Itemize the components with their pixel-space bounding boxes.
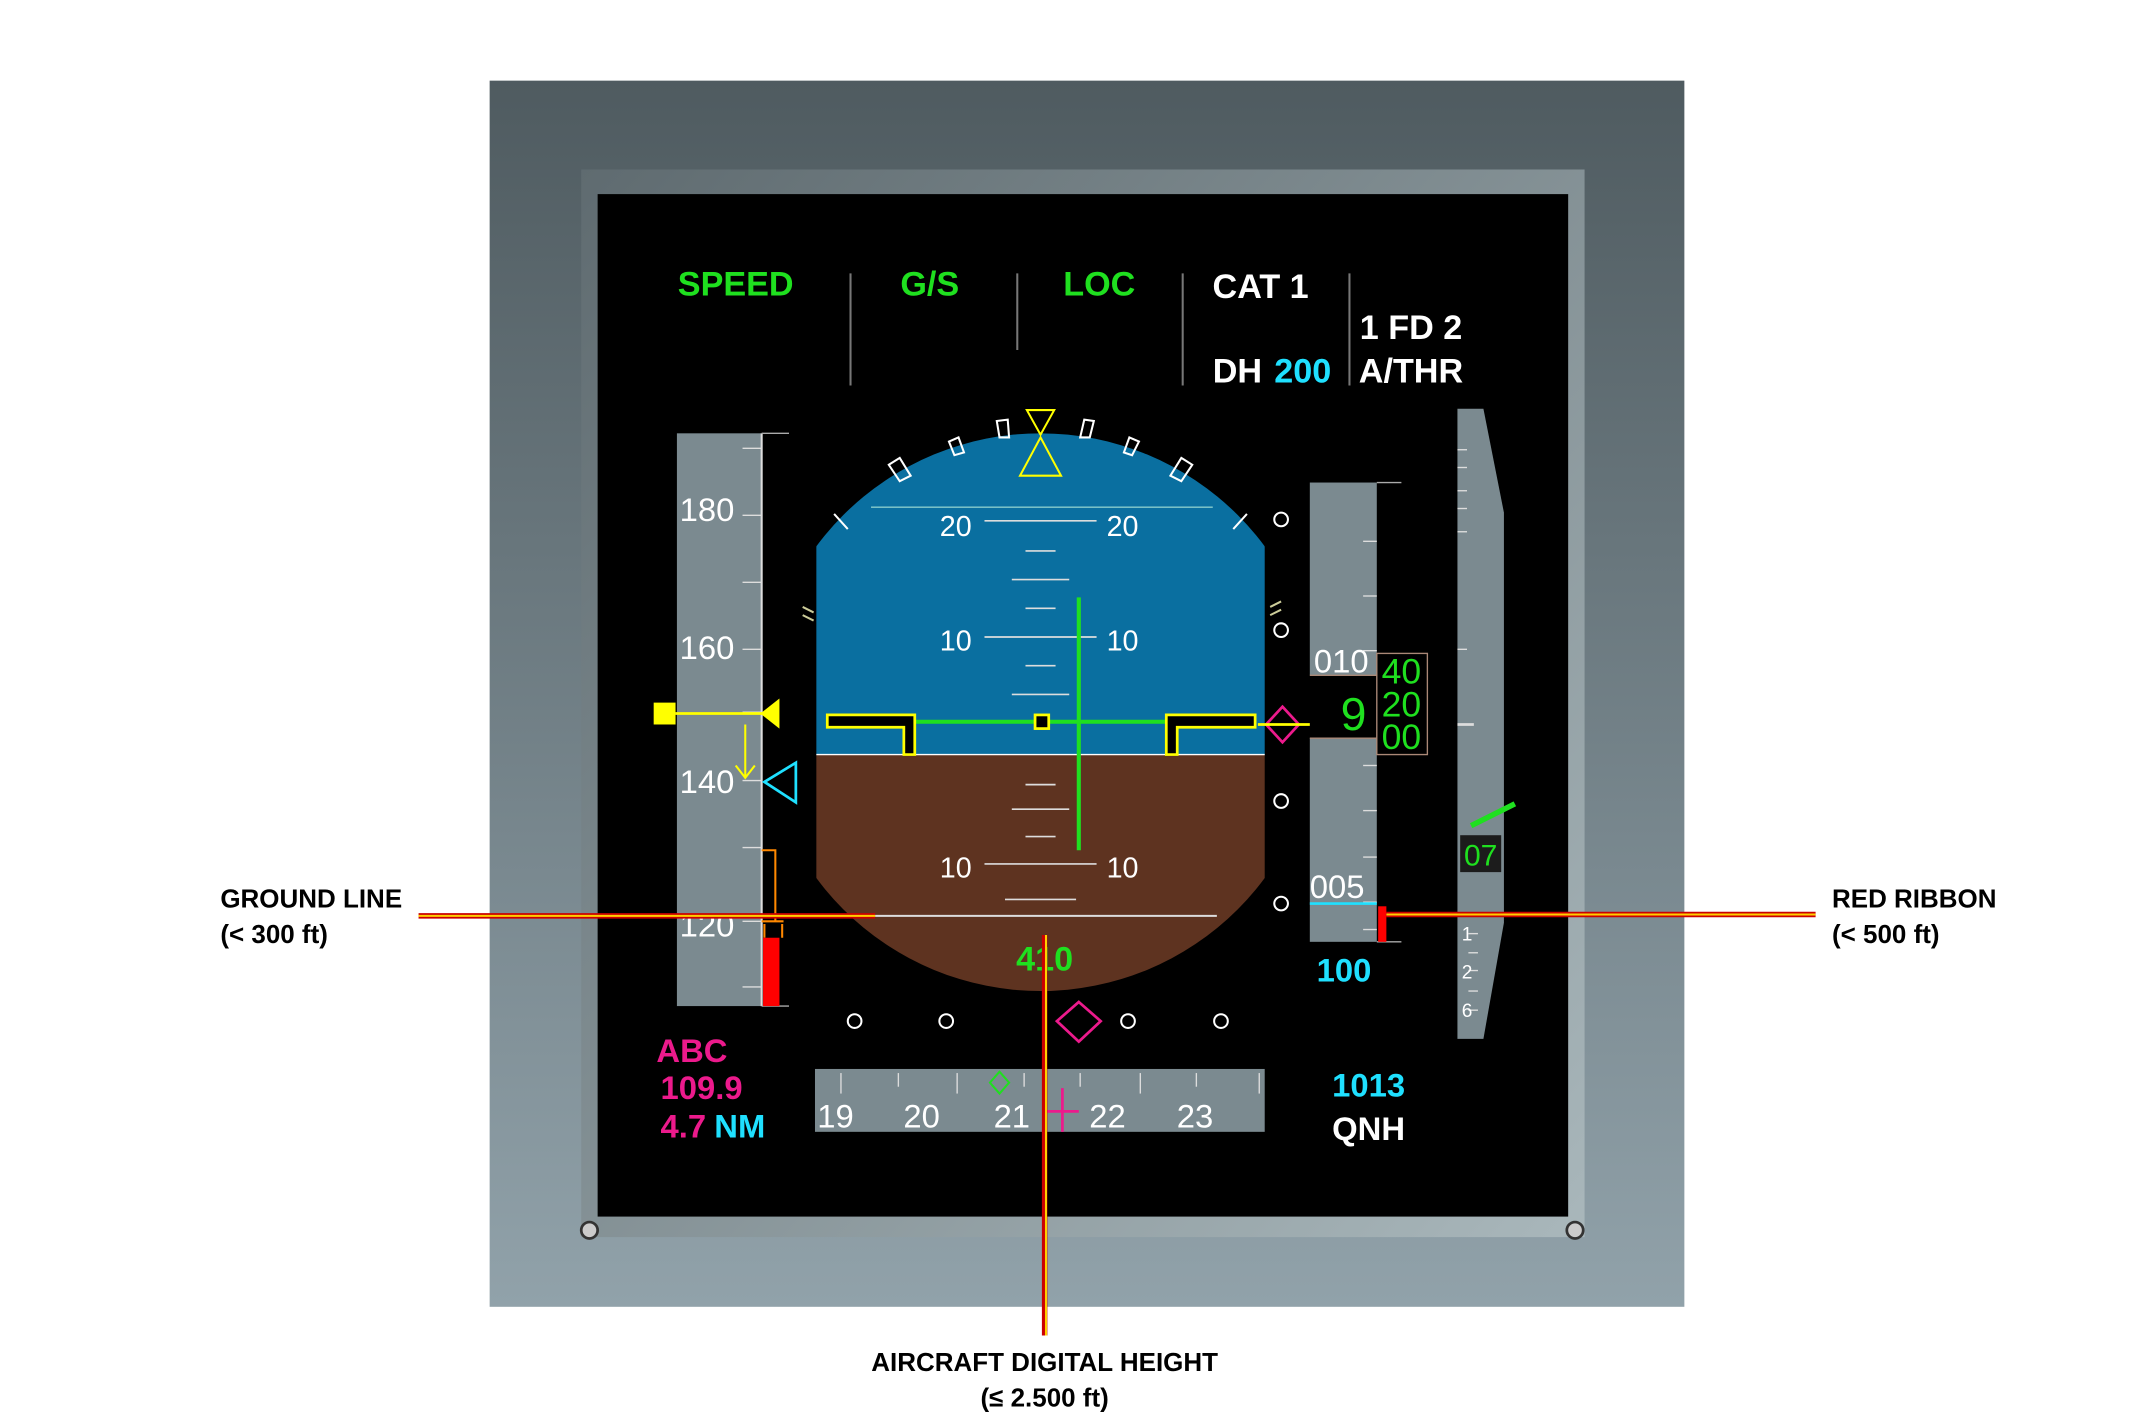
heading-label: 22 <box>1089 1098 1125 1135</box>
bolt-icon <box>1565 1220 1585 1240</box>
speed-tape: 180 160 140 120 <box>653 432 798 1007</box>
speed-reference-box <box>653 702 676 725</box>
heading-label: 23 <box>1177 1098 1213 1135</box>
altitude-lower-label: 005 <box>1310 868 1365 905</box>
altitude-drum-box <box>1376 652 1429 756</box>
fma-athr: A/THR <box>1359 353 1463 391</box>
height-title: AIRCRAFT DIGITAL HEIGHT <box>871 1347 1218 1377</box>
pitch-label-20-right: 20 <box>1107 511 1139 543</box>
glideslope-diamond-icon <box>1264 704 1301 745</box>
baro-setting[interactable]: 1013 <box>1332 1066 1405 1103</box>
speed-label: 140 <box>680 763 735 800</box>
vls-triangle-icon <box>761 760 798 805</box>
altitude-drum-above: 40 <box>1382 651 1422 691</box>
speed-trend-arrow-icon <box>734 724 756 780</box>
altitude-drum-current: 20 <box>1382 684 1422 724</box>
pitch-label-20-left: 20 <box>940 511 972 543</box>
red-ribbon-sub: (< 500 ft) <box>1832 919 1940 949</box>
heading-label: 21 <box>994 1098 1030 1135</box>
pitch-label-m10-right: 10 <box>1107 853 1139 885</box>
speed-label: 120 <box>680 906 735 943</box>
ils-frequency: 109.9 <box>661 1069 743 1106</box>
altitude-tape: 010 005 9 40 20 00 100 <box>1310 481 1429 988</box>
ils-ident: ABC <box>656 1032 727 1069</box>
bank-scale <box>802 418 1282 622</box>
pitch-ladder <box>984 519 1097 901</box>
vs-label: 6 <box>1462 1001 1473 1022</box>
fma-cat: CAT 1 <box>1213 268 1309 306</box>
speed-target-icon <box>760 698 780 729</box>
altitude-drum-below: 00 <box>1382 717 1422 757</box>
ground-line-title: GROUND LINE <box>220 884 402 914</box>
pitch-label-10-left: 10 <box>940 626 972 658</box>
glideslope-scale <box>1273 511 1289 912</box>
ils-course-cross-icon <box>1045 1088 1079 1132</box>
pitch-label-10-right: 10 <box>1107 626 1139 658</box>
sky <box>816 433 1265 755</box>
height-sub: (≤ 2.500 ft) <box>980 1383 1108 1413</box>
bank-pointer-icon <box>1025 409 1056 437</box>
fma-gs: G/S <box>900 265 959 303</box>
alpha-max-red-bar <box>763 937 780 1007</box>
ils-distance-value: 4.7 <box>661 1107 707 1144</box>
localizer-scale <box>846 1013 1229 1029</box>
fma-dh-label: DH <box>1213 353 1262 391</box>
fma-separators <box>849 273 1351 386</box>
speed-label: 180 <box>680 491 735 528</box>
aircraft-symbol-right-wing <box>1164 713 1257 756</box>
vs-label: 1 <box>1462 924 1473 945</box>
ils-distance-unit: NM <box>714 1107 765 1144</box>
heading-tape: 19 20 21 22 23 <box>814 1068 1265 1135</box>
annotations: GROUND LINE (< 300 ft) RED RIBBON (< 500… <box>220 884 1996 1413</box>
fma-fd: 1 FD 2 <box>1360 309 1463 347</box>
altitude-hundreds: 9 <box>1341 688 1367 740</box>
fma: SPEED G/S LOC CAT 1 DH 200 1 FD 2 A/THR <box>678 265 1463 390</box>
bolt-icon <box>579 1220 600 1240</box>
vs-value-box <box>1460 835 1502 873</box>
fma-speed: SPEED <box>678 265 794 303</box>
speed-label: 160 <box>680 629 735 666</box>
localizer-diamond-icon <box>1054 1000 1103 1044</box>
ground-line-sub: (< 300 ft) <box>220 919 328 949</box>
track-diamond-icon <box>988 1070 1011 1096</box>
heading-label: 20 <box>903 1098 939 1135</box>
aircraft-symbol-left-wing <box>825 713 917 756</box>
vs-value: 07 <box>1464 839 1497 872</box>
vs-needle <box>1469 801 1517 829</box>
baro-mode: QNH <box>1332 1110 1405 1147</box>
vertical-speed-indicator: 07 1 2 6 <box>1457 408 1517 1039</box>
fma-loc: LOC <box>1063 265 1135 303</box>
altitude-upper-label: 010 <box>1314 643 1369 680</box>
pitch-label-m10-left: 10 <box>940 853 972 885</box>
ground-red-ribbon <box>1378 906 1387 942</box>
roll-index-icon <box>1018 435 1063 477</box>
altitude-target: 100 <box>1317 951 1372 988</box>
vs-label: 2 <box>1462 963 1473 984</box>
aircraft-symbol-center <box>1033 713 1051 730</box>
heading-label: 19 <box>817 1098 853 1135</box>
alpha-prot-bracket <box>761 849 784 938</box>
fma-dh-value: 200 <box>1274 353 1331 391</box>
red-ribbon-title: RED RIBBON <box>1832 884 1996 914</box>
